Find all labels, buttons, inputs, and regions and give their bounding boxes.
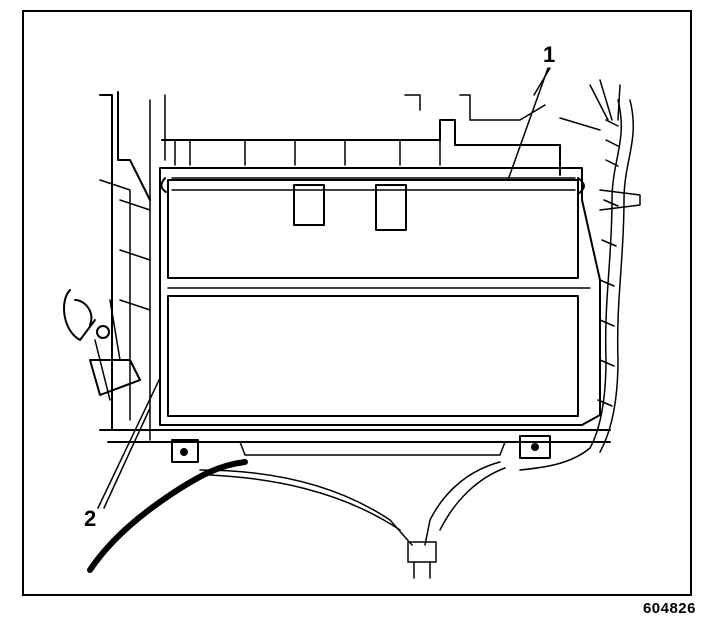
left-bracket: [63, 289, 141, 401]
figure-number: 604826: [642, 600, 696, 617]
leader-2b: [103, 407, 151, 509]
figure-frame: [22, 10, 692, 596]
evaporator-core: [159, 167, 601, 426]
leader-2a: [97, 377, 161, 509]
callout-1: 1: [543, 42, 556, 67]
module-housing: [99, 91, 561, 441]
lower-rail: [107, 429, 611, 463]
callout-2: 2: [84, 506, 97, 531]
leader-1b: [533, 67, 551, 96]
lower-harness: [87, 459, 506, 579]
leader-1a: [507, 67, 549, 181]
callout-leaders: [97, 67, 551, 509]
right-harness: [519, 79, 641, 471]
